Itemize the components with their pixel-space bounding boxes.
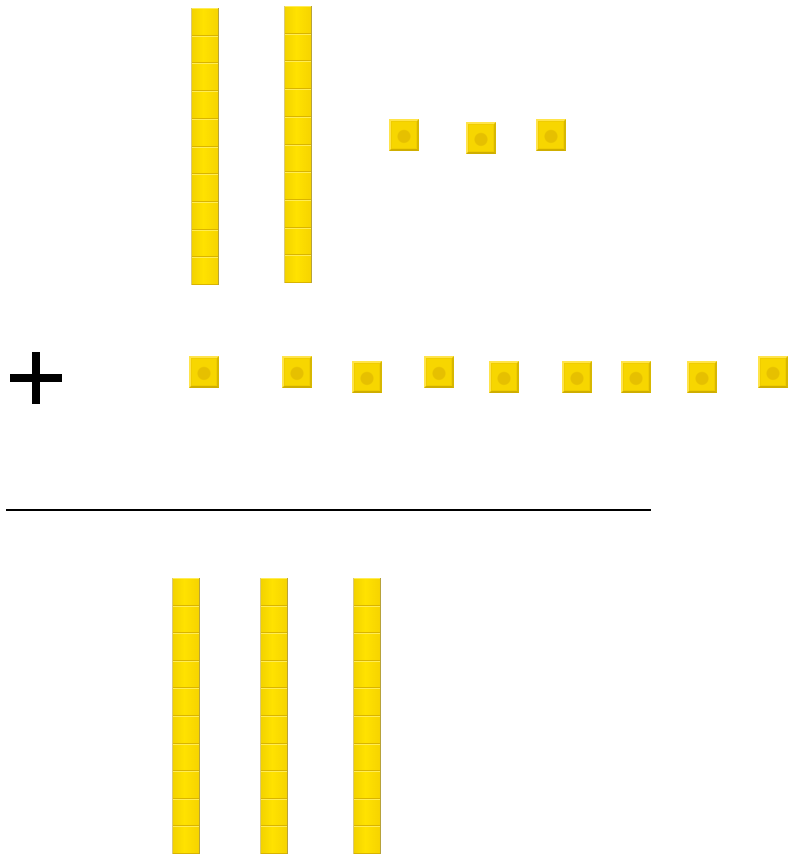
rod-segment [285, 200, 311, 228]
rod-segment [354, 633, 380, 661]
rod-segment [192, 174, 218, 202]
rod-segment [285, 61, 311, 89]
rod-segment [173, 661, 199, 689]
plus-sign [10, 352, 62, 404]
rod-segment [354, 661, 380, 689]
rod-segment [192, 257, 218, 285]
unit-cube [758, 356, 788, 388]
rod-segment [192, 91, 218, 119]
rod-segment [261, 771, 287, 799]
unit-cube [466, 122, 496, 154]
ten-rod [353, 578, 381, 854]
rod-segment [261, 633, 287, 661]
rod-segment [285, 34, 311, 62]
unit-cube [389, 119, 419, 151]
rod-segment [261, 661, 287, 689]
rod-segment [354, 799, 380, 827]
rod-segment [285, 228, 311, 256]
rod-segment [285, 145, 311, 173]
rod-segment [354, 826, 380, 854]
unit-cube [424, 356, 454, 388]
rod-segment [173, 578, 199, 606]
rod-segment [173, 688, 199, 716]
rod-segment [354, 744, 380, 772]
rod-segment [173, 771, 199, 799]
rod-segment [354, 578, 380, 606]
rod-segment [285, 117, 311, 145]
rod-segment [354, 606, 380, 634]
rod-segment [192, 147, 218, 175]
rod-segment [192, 8, 218, 36]
unit-cube [352, 361, 382, 393]
rod-segment [261, 826, 287, 854]
unit-cube [687, 361, 717, 393]
rod-segment [192, 63, 218, 91]
ten-rod [191, 8, 219, 285]
rod-segment [173, 744, 199, 772]
unit-cube [536, 119, 566, 151]
rod-segment [173, 826, 199, 854]
rod-segment [173, 633, 199, 661]
rod-segment [285, 172, 311, 200]
answer-line [6, 509, 651, 511]
rod-segment [192, 202, 218, 230]
rod-segment [354, 716, 380, 744]
rod-segment [192, 119, 218, 147]
rod-segment [285, 89, 311, 117]
rod-segment [285, 6, 311, 34]
ten-rod [284, 6, 312, 283]
ten-rod [260, 578, 288, 854]
rod-segment [173, 606, 199, 634]
unit-cube [621, 361, 651, 393]
rod-segment [354, 771, 380, 799]
rod-segment [285, 255, 311, 283]
rod-segment [173, 716, 199, 744]
rod-segment [261, 578, 287, 606]
rod-segment [261, 606, 287, 634]
ten-rod [172, 578, 200, 854]
rod-segment [192, 230, 218, 258]
unit-cube [562, 361, 592, 393]
unit-cube [489, 361, 519, 393]
rod-segment [354, 688, 380, 716]
unit-cube [282, 356, 312, 388]
unit-cube [189, 356, 219, 388]
rod-segment [192, 36, 218, 64]
rod-segment [173, 799, 199, 827]
rod-segment [261, 799, 287, 827]
rod-segment [261, 688, 287, 716]
rod-segment [261, 744, 287, 772]
rod-segment [261, 716, 287, 744]
